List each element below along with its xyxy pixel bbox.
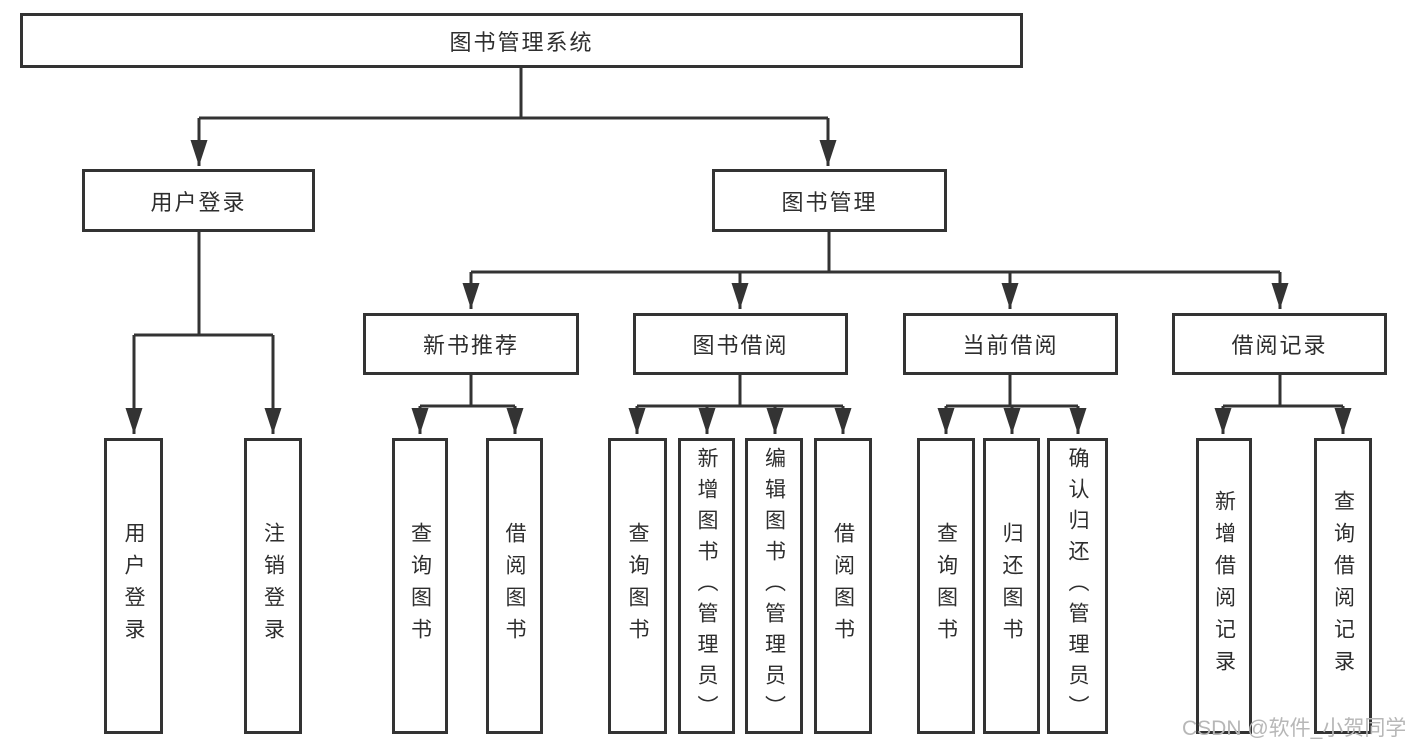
- node-label: 查询图书: [626, 522, 649, 650]
- node-label: 查询图书: [934, 522, 958, 650]
- leaf-query-books-recommend: 查询图书: [392, 438, 448, 734]
- node-label: 借阅图书: [503, 522, 526, 650]
- leaf-borrow-books-recommend: 借阅图书: [486, 438, 543, 734]
- node-new-book-recommendation: 新书推荐: [363, 313, 579, 375]
- node-label: 借阅图书: [831, 522, 855, 650]
- node-label: 当前借阅: [962, 333, 1059, 358]
- node-label: 新增借阅记录: [1212, 490, 1236, 682]
- node-label: 新书推荐: [422, 333, 519, 358]
- node-label: 查询借阅记录: [1331, 490, 1355, 682]
- leaf-query-borrow-record: 查询借阅记录: [1314, 438, 1372, 734]
- leaf-query-books-current: 查询图书: [917, 438, 975, 734]
- leaf-query-books-borrow: 查询图书: [608, 438, 667, 734]
- node-label: 用户登录: [150, 189, 247, 215]
- node-label: 图书借阅: [692, 333, 789, 358]
- node-current-borrowing: 当前借阅: [903, 313, 1118, 375]
- leaf-add-borrow-record: 新增借阅记录: [1196, 438, 1252, 734]
- node-label: 借阅记录: [1231, 333, 1328, 358]
- leaf-edit-book-admin: 编辑图书（管理员）: [745, 438, 803, 734]
- leaf-borrow-books: 借阅图书: [814, 438, 872, 734]
- leaf-confirm-return-admin: 确认归还（管理员）: [1047, 438, 1108, 734]
- node-label: 图书管理系统: [449, 29, 594, 55]
- node-book-borrowing: 图书借阅: [633, 313, 848, 375]
- leaf-logout: 注销登录: [244, 438, 302, 734]
- leaf-return-books: 归还图书: [983, 438, 1040, 734]
- node-user-login: 用户登录: [82, 169, 315, 232]
- node-label: 图书管理: [781, 189, 878, 215]
- leaf-user-login: 用户登录: [104, 438, 163, 734]
- node-label: 用户登录: [122, 522, 145, 650]
- node-label: 新增图书（管理员）: [695, 446, 718, 726]
- node-label: 归还图书: [1000, 522, 1023, 650]
- node-label: 编辑图书（管理员）: [762, 446, 786, 726]
- node-library-management-system: 图书管理系统: [20, 13, 1023, 68]
- node-label: 注销登录: [261, 522, 285, 650]
- leaf-add-book-admin: 新增图书（管理员）: [678, 438, 735, 734]
- node-borrowing-records: 借阅记录: [1172, 313, 1387, 375]
- node-book-management: 图书管理: [712, 169, 947, 232]
- node-label: 确认归还（管理员）: [1066, 446, 1089, 726]
- node-label: 查询图书: [408, 522, 432, 650]
- csdn-watermark: CSDN @软件_小贺同学: [1182, 717, 1405, 740]
